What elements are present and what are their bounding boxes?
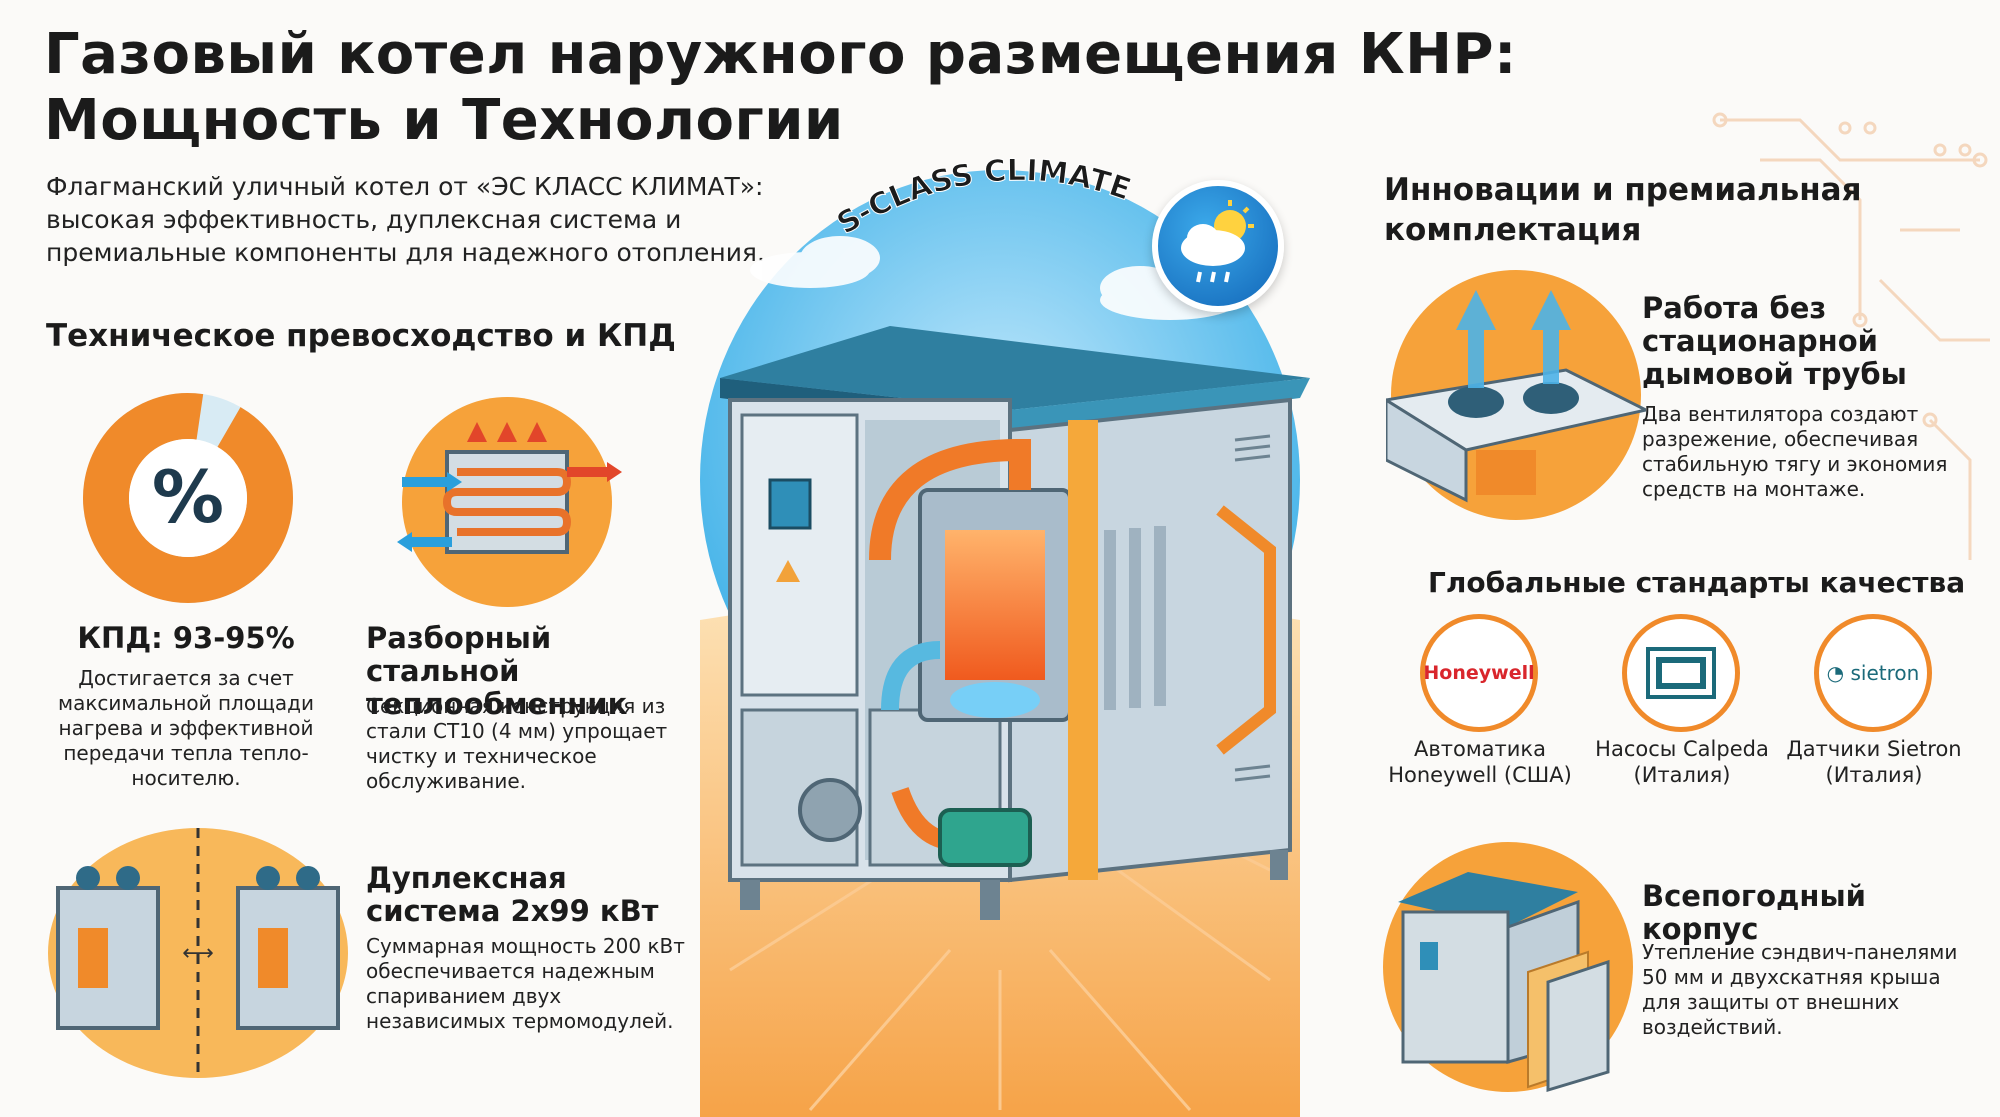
calpeda-logo	[1622, 614, 1740, 732]
duplex-modules-icon: ⟷	[48, 828, 348, 1078]
exchanger-text: Секционная конструкция из стали СТ10 (4 …	[366, 694, 668, 793]
housing-text: Утепление сэндвич-панелями 50 мм и двухс…	[1642, 940, 1958, 1039]
sietron-logo-word: sietron	[1850, 661, 1920, 685]
left-heading: Техническое превосходство и КПД	[46, 318, 676, 354]
efficiency-text: Достигается за счет максимальной площади…	[57, 666, 314, 790]
exchanger-title: Разборный стальной теплообменник	[366, 621, 628, 721]
title-line-1: Газовый котел наружного размещения КНР:	[44, 22, 1517, 87]
brand-label-honeywell: Автоматика Honeywell (США)	[1388, 737, 1572, 787]
housing-icon	[1383, 842, 1633, 1092]
boiler-illustration	[700, 170, 1310, 1117]
weather-icon	[1181, 200, 1254, 283]
intro-text: Флагманский уличный котел от «ЭС КЛАСС К…	[46, 172, 765, 267]
honeywell-logo: Honeywell	[1420, 614, 1538, 732]
housing-title: Всепогодный корпус	[1642, 879, 1866, 946]
percent-icon: %	[82, 392, 293, 603]
title-line-2: Мощность и Технологии	[44, 88, 844, 153]
calpeda-logo-mark	[1646, 647, 1716, 699]
right-heading: Инновации и премиальная комплектация	[1384, 172, 1862, 248]
honeywell-logo-text: Honeywell	[1423, 662, 1535, 684]
duplex-link-icon: ⟷	[182, 941, 214, 966]
brand-label-calpeda: Насосы Calpeda (Италия)	[1595, 737, 1769, 787]
weather-badge	[1152, 180, 1284, 312]
brand-arc: S-CLASS CLIMATE	[831, 153, 1136, 240]
heat-exchanger-icon	[397, 397, 622, 607]
sietron-logo: ◔ sietron	[1814, 614, 1932, 732]
percent-symbol: %	[152, 455, 224, 539]
brand-label-sietron: Датчики Sietron (Италия)	[1786, 737, 1962, 787]
efficiency-title: КПД: 93-95%	[77, 621, 295, 655]
brand-arc-text: S-CLASS CLIMATE	[831, 153, 1136, 240]
fans-icon	[1386, 270, 1646, 520]
chimney-title: Работа без стационарной дымовой трубы	[1642, 291, 1907, 391]
svg-text:S-CLASS CLIMATE: S-CLASS CLIMATE	[831, 153, 1135, 240]
page-title: Газовый котел наружного размещения КНР: …	[44, 22, 1584, 154]
sietron-logo-text: ◔ sietron	[1826, 661, 1920, 685]
duplex-title: Дуплексная система 2х99 кВт	[366, 861, 659, 928]
chimney-text: Два вентилятора создают разрежение, обес…	[1642, 402, 1948, 501]
quality-heading: Глобальные стандарты качества	[1428, 566, 1966, 599]
duplex-text: Суммарная мощность 200 кВт обеспечиваетс…	[366, 934, 685, 1033]
